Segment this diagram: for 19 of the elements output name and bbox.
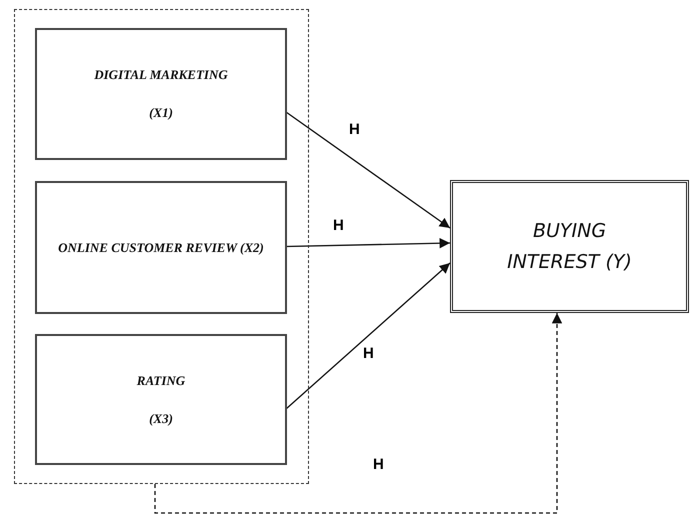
box-text: (X1) bbox=[149, 105, 173, 121]
edge-label: H bbox=[372, 457, 385, 472]
dashed-group-box bbox=[14, 9, 309, 484]
arrow bbox=[286, 111, 450, 229]
edge-label: H bbox=[332, 218, 345, 233]
arrow bbox=[286, 262, 450, 410]
variable-box bbox=[35, 28, 287, 160]
variable-box bbox=[35, 181, 287, 314]
box-text: DIGITAL MARKETING bbox=[94, 67, 228, 83]
variable-box bbox=[35, 334, 287, 465]
edge-label: H bbox=[362, 346, 375, 361]
arrow bbox=[154, 313, 562, 514]
box-text: (X3) bbox=[149, 410, 173, 426]
arrow bbox=[286, 238, 450, 248]
outcome-box bbox=[450, 180, 689, 313]
box-text: RATING bbox=[136, 372, 186, 388]
box-text: BUYING INTEREST (Y) bbox=[506, 219, 633, 274]
edge-label: H bbox=[348, 122, 361, 137]
box-text: ONLINE CUSTOMER REVIEW (X2) bbox=[58, 240, 264, 256]
